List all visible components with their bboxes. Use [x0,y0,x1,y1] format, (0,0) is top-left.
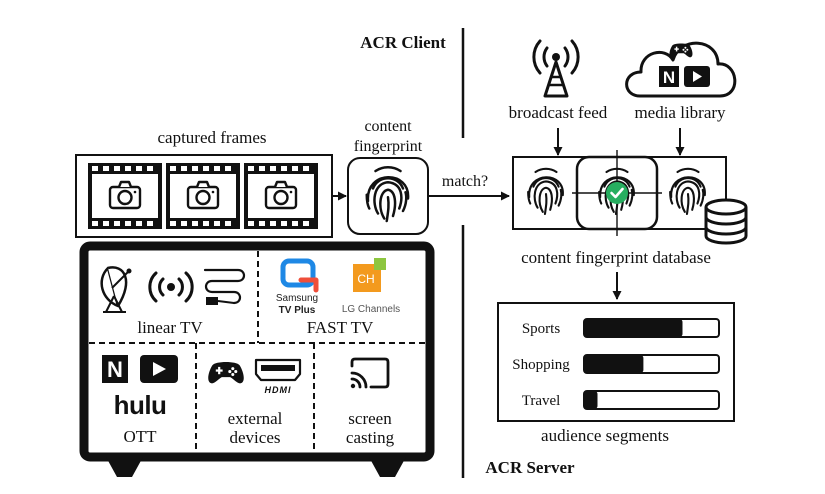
screen-casting-label-line1: screen [348,409,392,428]
acr-client-title: ACR Client [360,33,446,52]
captured-frames-label: captured frames [157,128,266,147]
svg-text:N: N [107,357,123,382]
segment-label: Shopping [512,357,570,373]
segment-bar-track [583,390,720,410]
satellite-dish-icon [100,266,132,313]
camera-icon [186,180,220,210]
content-fingerprint-label-line2: fingerprint [354,138,423,155]
tv-set [79,241,435,477]
youtube-icon [684,66,710,87]
segment-label: Travel [522,393,561,409]
cloud-icon: N [625,41,737,98]
content-fingerprint-box [347,157,429,235]
lg-channels-logo: CH LG Channels [342,258,400,315]
segment-label: Sports [522,321,561,337]
tv-right-stand [369,457,406,477]
check-icon [606,182,628,204]
fingerprint-database [512,150,727,236]
content-fingerprint-label-line1: content [364,118,412,135]
hulu-logo: hulu [114,390,167,420]
media-library-label: media library [634,103,726,122]
film-frame-3 [244,163,318,229]
segment-bar-fill [584,391,598,409]
tv-left-stand [106,457,143,477]
svg-text:HDMI: HDMI [265,385,292,395]
cast-icon [350,357,390,389]
svg-text:LG Channels: LG Channels [342,304,400,315]
audience-segments-title: audience segments [541,426,669,445]
ott-label: OTT [123,427,157,446]
film-frame-2 [166,163,240,229]
external-devices-label-line2: devices [230,428,281,447]
broadcast-feed-label: broadcast feed [509,103,608,122]
netflix-icon: N [102,355,128,383]
external-devices-label-line1: external [228,409,283,428]
netflix-icon: N [659,66,679,87]
svg-text:N: N [663,68,675,87]
svg-text:TV Plus: TV Plus [279,305,316,316]
youtube-icon [140,355,178,383]
database-label: content fingerprint database [521,248,711,267]
linear-tv-label: linear TV [137,318,203,337]
antenna-icon [148,271,194,303]
film-frame-1 [88,163,162,229]
svg-text:Samsung: Samsung [276,293,318,304]
match-label: match? [442,173,488,190]
segment-bar-fill [584,355,644,373]
database-icon [704,198,748,245]
cable-icon [203,268,246,305]
screen-casting-label-line2: casting [346,428,395,447]
acr-server-title: ACR Server [485,458,575,477]
camera-icon [264,180,298,210]
samsung-tv-plus-logo: Samsung TV Plus [276,258,319,316]
broadcast-tower-icon [532,39,580,98]
captured-frames-filmstrip [75,154,333,238]
fast-tv-label: FAST TV [307,318,374,337]
hdmi-icon: HDMI [254,358,302,395]
camera-icon [108,180,142,210]
segment-bar-fill [584,319,683,337]
svg-text:CH: CH [357,272,374,286]
